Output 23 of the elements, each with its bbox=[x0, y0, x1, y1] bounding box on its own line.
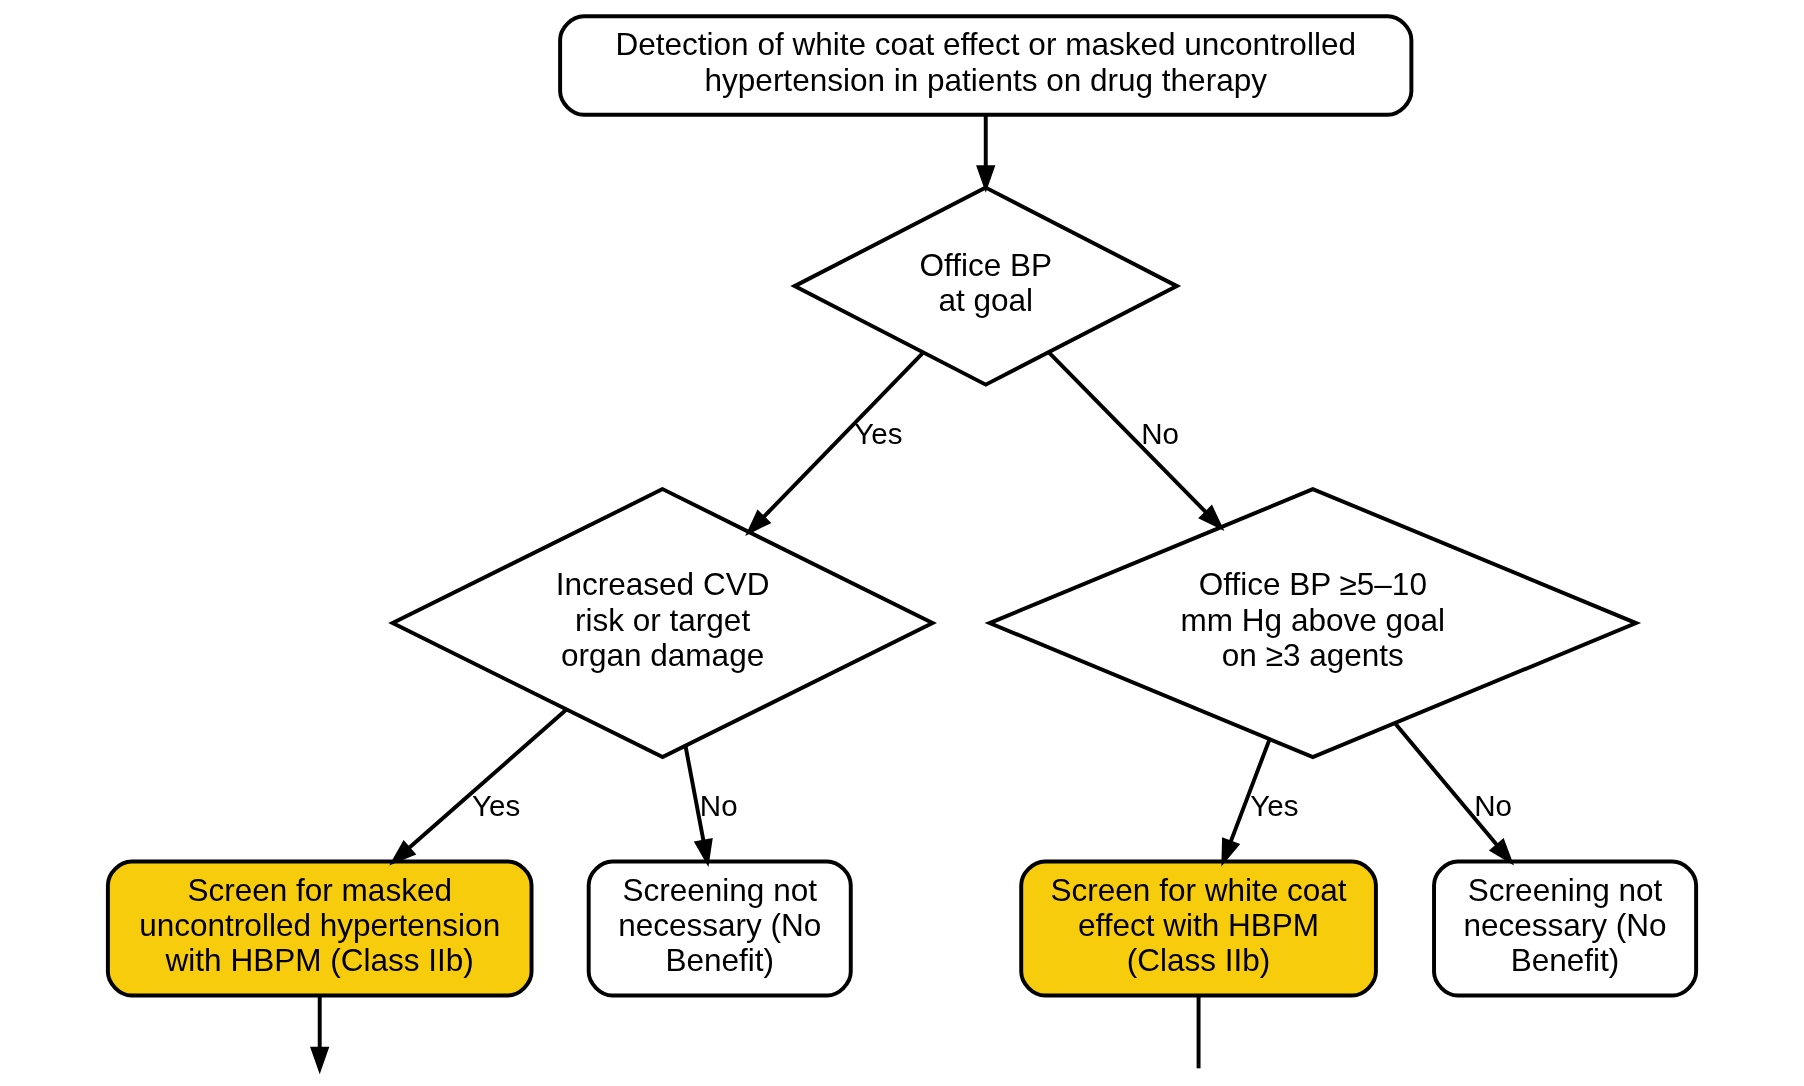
arrow bbox=[745, 351, 925, 536]
edge-label: Yes bbox=[1250, 789, 1299, 823]
edge-label: Yes bbox=[471, 789, 521, 823]
node-diamond: Office BP ≥5–10 mm Hg above goal on ≥3 agents bbox=[984, 486, 1642, 760]
node-box: Screen for white coat effect with HBPM (Class IIb) bbox=[1019, 859, 1378, 998]
arrow bbox=[1393, 722, 1514, 866]
connector bbox=[1196, 996, 1201, 1069]
node-box: Screen for masked uncontrolled hypertension with HBPM (Class IIb) bbox=[105, 859, 534, 998]
node-diamond: Office BP at goal bbox=[790, 185, 1182, 387]
edge-label: No bbox=[1474, 789, 1513, 823]
node-box: Detection of white coat effect or masked uncontrolled hypertension in patients on drug therapy bbox=[558, 14, 1414, 117]
arrow bbox=[1221, 739, 1272, 867]
edge-label: Yes bbox=[854, 416, 903, 450]
arrow bbox=[310, 996, 330, 1075]
arrow bbox=[1047, 350, 1225, 532]
node-diamond: Increased CVD risk or target organ damage bbox=[388, 486, 937, 760]
node-box: Screening not necessary (No Benefit) bbox=[586, 859, 853, 998]
edge-label: No bbox=[699, 789, 738, 823]
arrow bbox=[976, 114, 996, 193]
edge-label: No bbox=[1141, 416, 1180, 450]
arrow bbox=[683, 745, 713, 867]
node-box: Screening not necessary (No Benefit) bbox=[1432, 859, 1699, 998]
arrow bbox=[389, 708, 568, 866]
